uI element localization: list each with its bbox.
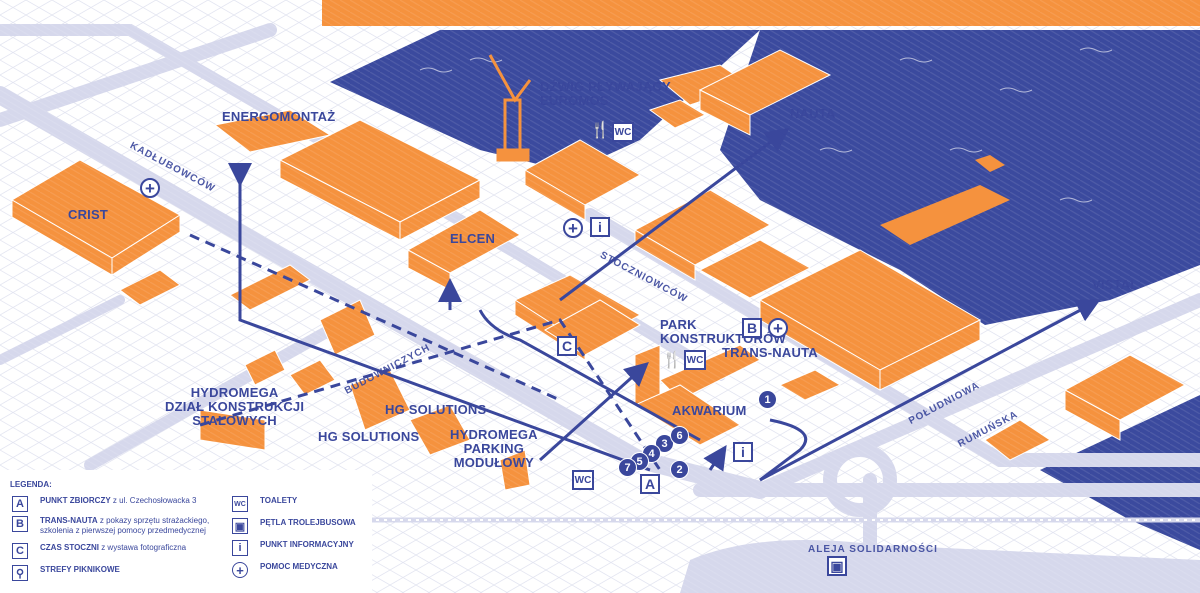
nauta-label: NAUTA [790, 106, 836, 121]
legend-name-wc: TOALETY [260, 496, 298, 505]
floating-crane [488, 54, 532, 162]
legend-badge-c: C [12, 543, 28, 559]
crist-label: CRIST [68, 207, 108, 222]
dzwig-label-line1: DŹWIG PŁYWAJĄCY [540, 79, 671, 94]
legend-desc-a: z ul. Czechosłowacka 3 [110, 496, 197, 505]
legend-name-picnic: STREFY PIKNIKOWE [40, 565, 120, 574]
park-label: PARK KONSTRUKTORÓW [660, 318, 786, 346]
marker-a[interactable]: A [640, 474, 660, 494]
legend-name-medical: POMOC MEDYCZNA [260, 562, 338, 571]
trolleybus-icon: ▣ [232, 518, 248, 534]
legend-item-wc: WC TOALETY [232, 496, 450, 512]
hydromega-line1: HYDROMEGA [190, 385, 279, 400]
legend-badge-medical: + [232, 562, 248, 578]
legend-badge-a: A [12, 496, 28, 512]
park-label-line1: PARK [660, 317, 697, 332]
legend-item-info: i PUNKT INFORMACYJNY [232, 540, 450, 556]
ship [880, 155, 1010, 245]
parking-line1: HYDROMEGA [450, 427, 538, 442]
medical-marker-trans-nauta[interactable]: + [768, 318, 788, 338]
legend-name-info: PUNKT INFORMACYJNY [260, 540, 354, 549]
dzwig-label: DŹWIG PŁYWAJĄCY EUROMOS [540, 80, 671, 108]
route-number-2[interactable]: 2 [670, 460, 689, 479]
legend-text-info: PUNKT INFORMACYJNY [260, 540, 450, 550]
legend-badge-wc: WC [232, 496, 248, 512]
legend-text-c: CZAS STOCZNI z wystawa fotograficzna [40, 543, 230, 553]
info-marker-akwarium[interactable]: i [733, 442, 753, 462]
legend-item-trolleybus: ▣ PĘTLA TROLEJBUSOWA [232, 518, 450, 534]
elcen-label: ELCEN [450, 231, 496, 246]
legend-text-b: TRANS-NAUTA z pokazy sprzętu strażackieg… [40, 516, 230, 536]
trans-nauta-label: TRANS-NAUTA [722, 345, 818, 360]
fork-knife-icon: ⚲ [12, 565, 28, 581]
park-label-line2: KONSTRUKTORÓW [660, 331, 786, 346]
parking-line3: MODUŁOWY [453, 455, 535, 470]
legend-name-a: PUNKT ZBIORCZY [40, 496, 111, 505]
legend-item-picnic: ⚲ STREFY PIKNIKOWE [12, 565, 230, 581]
legend-desc-c: z wystawa fotograficzna [98, 543, 187, 552]
route-number-1[interactable]: 1 [758, 390, 777, 409]
legend-item-a: A PUNKT ZBIORCZY z ul. Czechosłowacka 3 [12, 496, 230, 512]
legend-text-picnic: STREFY PIKNIKOWE [40, 565, 230, 575]
legend-text-a: PUNKT ZBIORCZY z ul. Czechosłowacka 3 [40, 496, 230, 506]
picnic-icon-park: 🍴 [662, 352, 682, 369]
energomontaz-label: ENERGOMONTAŻ [222, 109, 336, 124]
trolleybus-loop-icon[interactable]: ▣ [827, 556, 847, 576]
vistal-label: VISTAL [1092, 277, 1139, 292]
legend-item-c: C CZAS STOCZNI z wystawa fotograficzna [12, 543, 230, 559]
hydromega-parking-label: HYDROMEGA PARKING MODUŁOWY [450, 428, 538, 470]
legend-item-b: B TRANS-NAUTA z pokazy sprzętu strażacki… [12, 516, 230, 536]
legend-badge-b: B [12, 516, 28, 532]
parking-line2: PARKING [463, 441, 525, 456]
legend-badge-info: i [232, 540, 248, 556]
medical-marker-crist[interactable]: + [140, 178, 160, 198]
legend-text-wc: TOALETY [260, 496, 450, 506]
info-marker-center[interactable]: i [590, 217, 610, 237]
marker-c[interactable]: C [557, 336, 577, 356]
wc-marker-euromos[interactable]: WC [612, 122, 634, 142]
legend: LEGENDA: A PUNKT ZBIORCZY z ul. Czechosł… [0, 470, 372, 593]
legend-text-trolleybus: PĘTLA TROLEJBUSOWA [260, 518, 450, 528]
legend-item-medical: + POMOC MEDYCZNA [232, 562, 450, 578]
legend-desc-b: z pokazy sprzętu strażackiego, szkolenia… [40, 516, 210, 535]
hydromega-line3: STALOWYCH [192, 413, 277, 428]
picnic-icon-euromos: 🍴 [590, 122, 610, 139]
akwarium-label: AKWARIUM [672, 403, 747, 418]
wc-marker-park[interactable]: WC [684, 350, 706, 370]
route-number-6[interactable]: 6 [670, 426, 689, 445]
wc-marker-parking[interactable]: WC [572, 470, 594, 490]
legend-text-medical: POMOC MEDYCZNA [260, 562, 450, 572]
hg-solutions-label-1: HG SOLUTIONS [385, 402, 487, 417]
hydromega-line2: DZIAŁ KONSTRUKCJI [165, 399, 305, 414]
routes [228, 127, 1101, 482]
medical-marker-center[interactable]: + [563, 218, 583, 238]
street-aleja-solidarnosci: ALEJA SOLIDARNOŚCI [808, 544, 938, 555]
hg-solutions-label-2: HG SOLUTIONS [318, 429, 420, 444]
legend-title: LEGENDA: [10, 480, 52, 489]
legend-name-c: CZAS STOCZNI [40, 543, 99, 552]
hydromega-konstrukcji-label: HYDROMEGA DZIAŁ KONSTRUKCJI STALOWYCH [165, 386, 304, 428]
marker-b[interactable]: B [742, 318, 762, 338]
legend-name-trolleybus: PĘTLA TROLEJBUSOWA [260, 518, 356, 527]
dzwig-label-line2: EUROMOS [540, 93, 609, 108]
legend-name-b: TRANS-NAUTA [40, 516, 98, 525]
route-number-7[interactable]: 7 [618, 458, 637, 477]
